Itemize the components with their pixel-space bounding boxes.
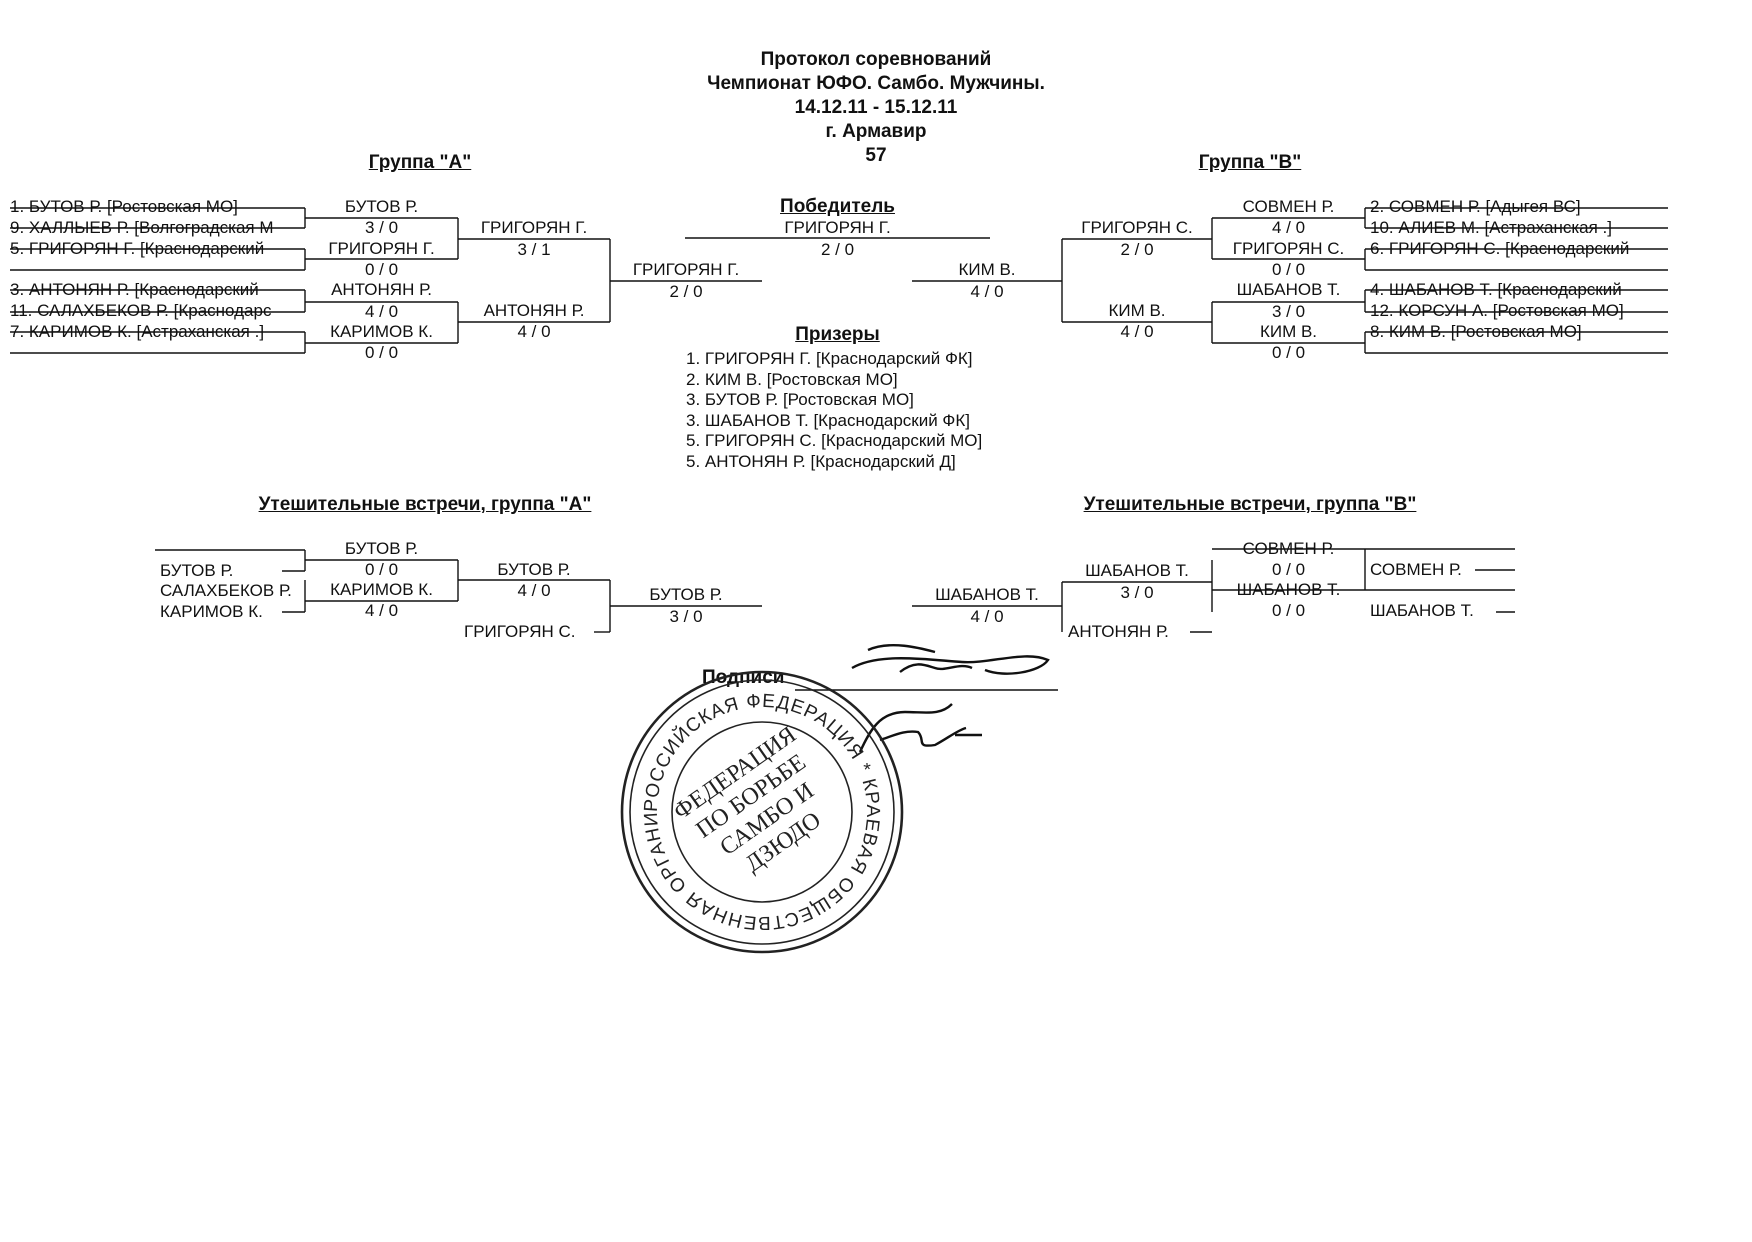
group-a-r1-score: 0 / 0 xyxy=(364,343,399,362)
group-b-r2-score: 2 / 0 xyxy=(1120,240,1154,259)
consolation-b-entry: СОВМЕН Р. xyxy=(1370,560,1462,579)
group-b-title: Группа "В" xyxy=(1198,152,1302,173)
prize-item: 2. КИМ В. [Ростовская МО] xyxy=(686,370,898,389)
prize-item: 3. ШАБАНОВ Т. [Краснодарский ФК] xyxy=(686,411,970,430)
prize-item: 5. ГРИГОРЯН С. [Краснодарский МО] xyxy=(686,431,983,450)
winner-title: Победитель xyxy=(780,196,895,217)
consolation-a-title: Утешительные встречи, группа "А" xyxy=(258,494,592,515)
group-b-r1-score: 0 / 0 xyxy=(1271,343,1306,362)
group-a-r1-name: БУТОВ Р. xyxy=(344,197,419,216)
group-b-r1-name: ГРИГОРЯН С. xyxy=(1232,239,1345,258)
group-b-lines xyxy=(912,207,1668,354)
group-b-entry: 12. КОРСУН А. [Ростовская МО] xyxy=(1370,301,1624,320)
group-b-r2-name: ГРИГОРЯН С. xyxy=(1081,218,1193,237)
group-a-r1-score: 4 / 0 xyxy=(364,302,399,321)
consolation-a-r1-score: 4 / 0 xyxy=(364,601,399,620)
group-a-r2-score: 4 / 0 xyxy=(517,322,551,341)
consolation-a-entry: САЛАХБЕКОВ Р. xyxy=(160,581,292,600)
consolation-a-r2-name: БУТОВ Р. xyxy=(497,560,571,579)
group-b-entry: 10. АЛИЕВ М. [Астраханская .] xyxy=(1370,218,1613,237)
consolation-a-final-score: 3 / 0 xyxy=(669,607,703,626)
group-b-entry: 2. СОВМЕН Р. [Адыгея ВС] xyxy=(1370,197,1581,216)
group-b-r1-name: СОВМЕН Р. xyxy=(1242,197,1335,216)
consolation-b-entry: ШАБАНОВ Т. xyxy=(1370,601,1474,620)
consolation-a-r2-score: 4 / 0 xyxy=(517,581,551,600)
consolation-a-entry: БУТОВ Р. xyxy=(160,561,234,580)
prize-item: 5. АНТОНЯН Р. [Краснодарский Д] xyxy=(686,452,956,471)
group-a-r2-name: АНТОНЯН Р. xyxy=(483,301,585,320)
group-a-final-name: ГРИГОРЯН Г. xyxy=(632,260,740,279)
group-b-r1-score: 3 / 0 xyxy=(1271,302,1306,321)
consolation-a-r1-name: БУТОВ Р. xyxy=(344,539,419,558)
group-b-r2-score: 4 / 0 xyxy=(1120,322,1154,341)
prize-item: 3. БУТОВ Р. [Ростовская МО] xyxy=(686,390,914,409)
group-b-entry: 6. ГРИГОРЯН С. [Краснодарский xyxy=(1370,239,1630,258)
consolation-a-opponent: ГРИГОРЯН С. xyxy=(464,622,576,641)
consolation-b-r1-score: 0 / 0 xyxy=(1271,601,1306,620)
group-a-entry: 5. ГРИГОРЯН Г. [Краснодарский xyxy=(10,239,265,258)
group-b-entry: 4. ШАБАНОВ Т. [Краснодарский xyxy=(1370,280,1622,299)
group-a-r2-name: ГРИГОРЯН Г. xyxy=(480,218,588,237)
consolation-b-final-name: ШАБАНОВ Т. xyxy=(935,585,1039,604)
consolation-b-r2-score: 3 / 0 xyxy=(1120,583,1154,602)
consolation-b-r1-score: 0 / 0 xyxy=(1271,560,1306,579)
consolation-b-r1-name: СОВМЕН Р. xyxy=(1242,539,1335,558)
stamp-inner-text: ФЕДЕРАЦИЯПО БОРЬБЕСАМБО ИДЗЮДО xyxy=(669,722,849,894)
winner-score: 2 / 0 xyxy=(820,240,855,259)
stamp-inner-line: ФЕДЕРАЦИЯПО БОРЬБЕСАМБО ИДЗЮДО xyxy=(669,722,849,894)
group-a-entry: 7. КАРИМОВ К. [Астраханская .] xyxy=(10,322,265,341)
group-b-r1-name: ШАБАНОВ Т. xyxy=(1236,280,1341,299)
prize-item: 1. ГРИГОРЯН Г. [Краснодарский ФК] xyxy=(686,349,973,368)
group-a-r2-score: 3 / 1 xyxy=(517,240,551,259)
consolation-b-title: Утешительные встречи, группа "В" xyxy=(1083,494,1417,515)
weight-class: 57 xyxy=(865,145,887,166)
group-a-r1-score: 0 / 0 xyxy=(364,260,399,279)
consolation-b-r2-name: ШАБАНОВ Т. xyxy=(1085,561,1189,580)
winner-name: ГРИГОРЯН Г. xyxy=(784,218,891,237)
group-b-final-name: КИМ В. xyxy=(958,260,1016,279)
consolation-a-final-name: БУТОВ Р. xyxy=(649,585,723,604)
group-a-title: Группа "А" xyxy=(368,152,472,173)
protocol-title: Протокол соревнований xyxy=(760,49,992,70)
consolation-a-lines xyxy=(155,549,762,633)
group-a-r1-name: ГРИГОРЯН Г. xyxy=(328,239,435,258)
stamp-rings xyxy=(620,670,904,954)
group-b-r1-score: 0 / 0 xyxy=(1271,260,1306,279)
group-b-entry: 8. КИМ В. [Ростовская МО] xyxy=(1370,322,1582,341)
group-a-entry: 9. ХАЛЛЫЕВ Р. [Волгоградская М xyxy=(10,218,274,237)
event-dates: 14.12.11 - 15.12.11 xyxy=(794,97,958,118)
group-b-r2-name: КИМ В. xyxy=(1108,301,1166,320)
group-b-final-score: 4 / 0 xyxy=(970,282,1004,301)
consolation-a-r1-score: 0 / 0 xyxy=(364,560,399,579)
group-a-r1-name: АНТОНЯН Р. xyxy=(331,280,432,299)
group-b-r1-score: 4 / 0 xyxy=(1271,218,1306,237)
consolation-a-entry: КАРИМОВ К. xyxy=(160,602,263,621)
consolation-a-r1-name: КАРИМОВ К. xyxy=(330,580,433,599)
group-a-entry: 11. САЛАХБЕКОВ Р. [Краснодарс xyxy=(10,301,272,320)
prizes-title: Призеры xyxy=(795,324,880,345)
event-title: Чемпионат ЮФО. Самбо. Мужчины. xyxy=(707,73,1045,94)
consolation-b-opponent: АНТОНЯН Р. xyxy=(1068,622,1169,641)
event-city: г. Армавир xyxy=(825,121,927,142)
group-a-final-score: 2 / 0 xyxy=(669,282,703,301)
consolation-b-final-score: 4 / 0 xyxy=(970,607,1004,626)
group-a-entry: 1. БУТОВ Р. [Ростовская МО] xyxy=(10,197,238,216)
signature-1 xyxy=(851,643,1050,675)
group-a-r1-name: КАРИМОВ К. xyxy=(330,322,433,341)
consolation-b-lines xyxy=(912,548,1515,633)
consolation-b-r1-name: ШАБАНОВ Т. xyxy=(1236,580,1341,599)
group-a-lines xyxy=(10,207,762,354)
group-a-r1-score: 3 / 0 xyxy=(364,218,399,237)
group-b-r1-name: КИМ В. xyxy=(1259,322,1318,341)
group-a-entry: 3. АНТОНЯН Р. [Краснодарский xyxy=(10,280,259,299)
